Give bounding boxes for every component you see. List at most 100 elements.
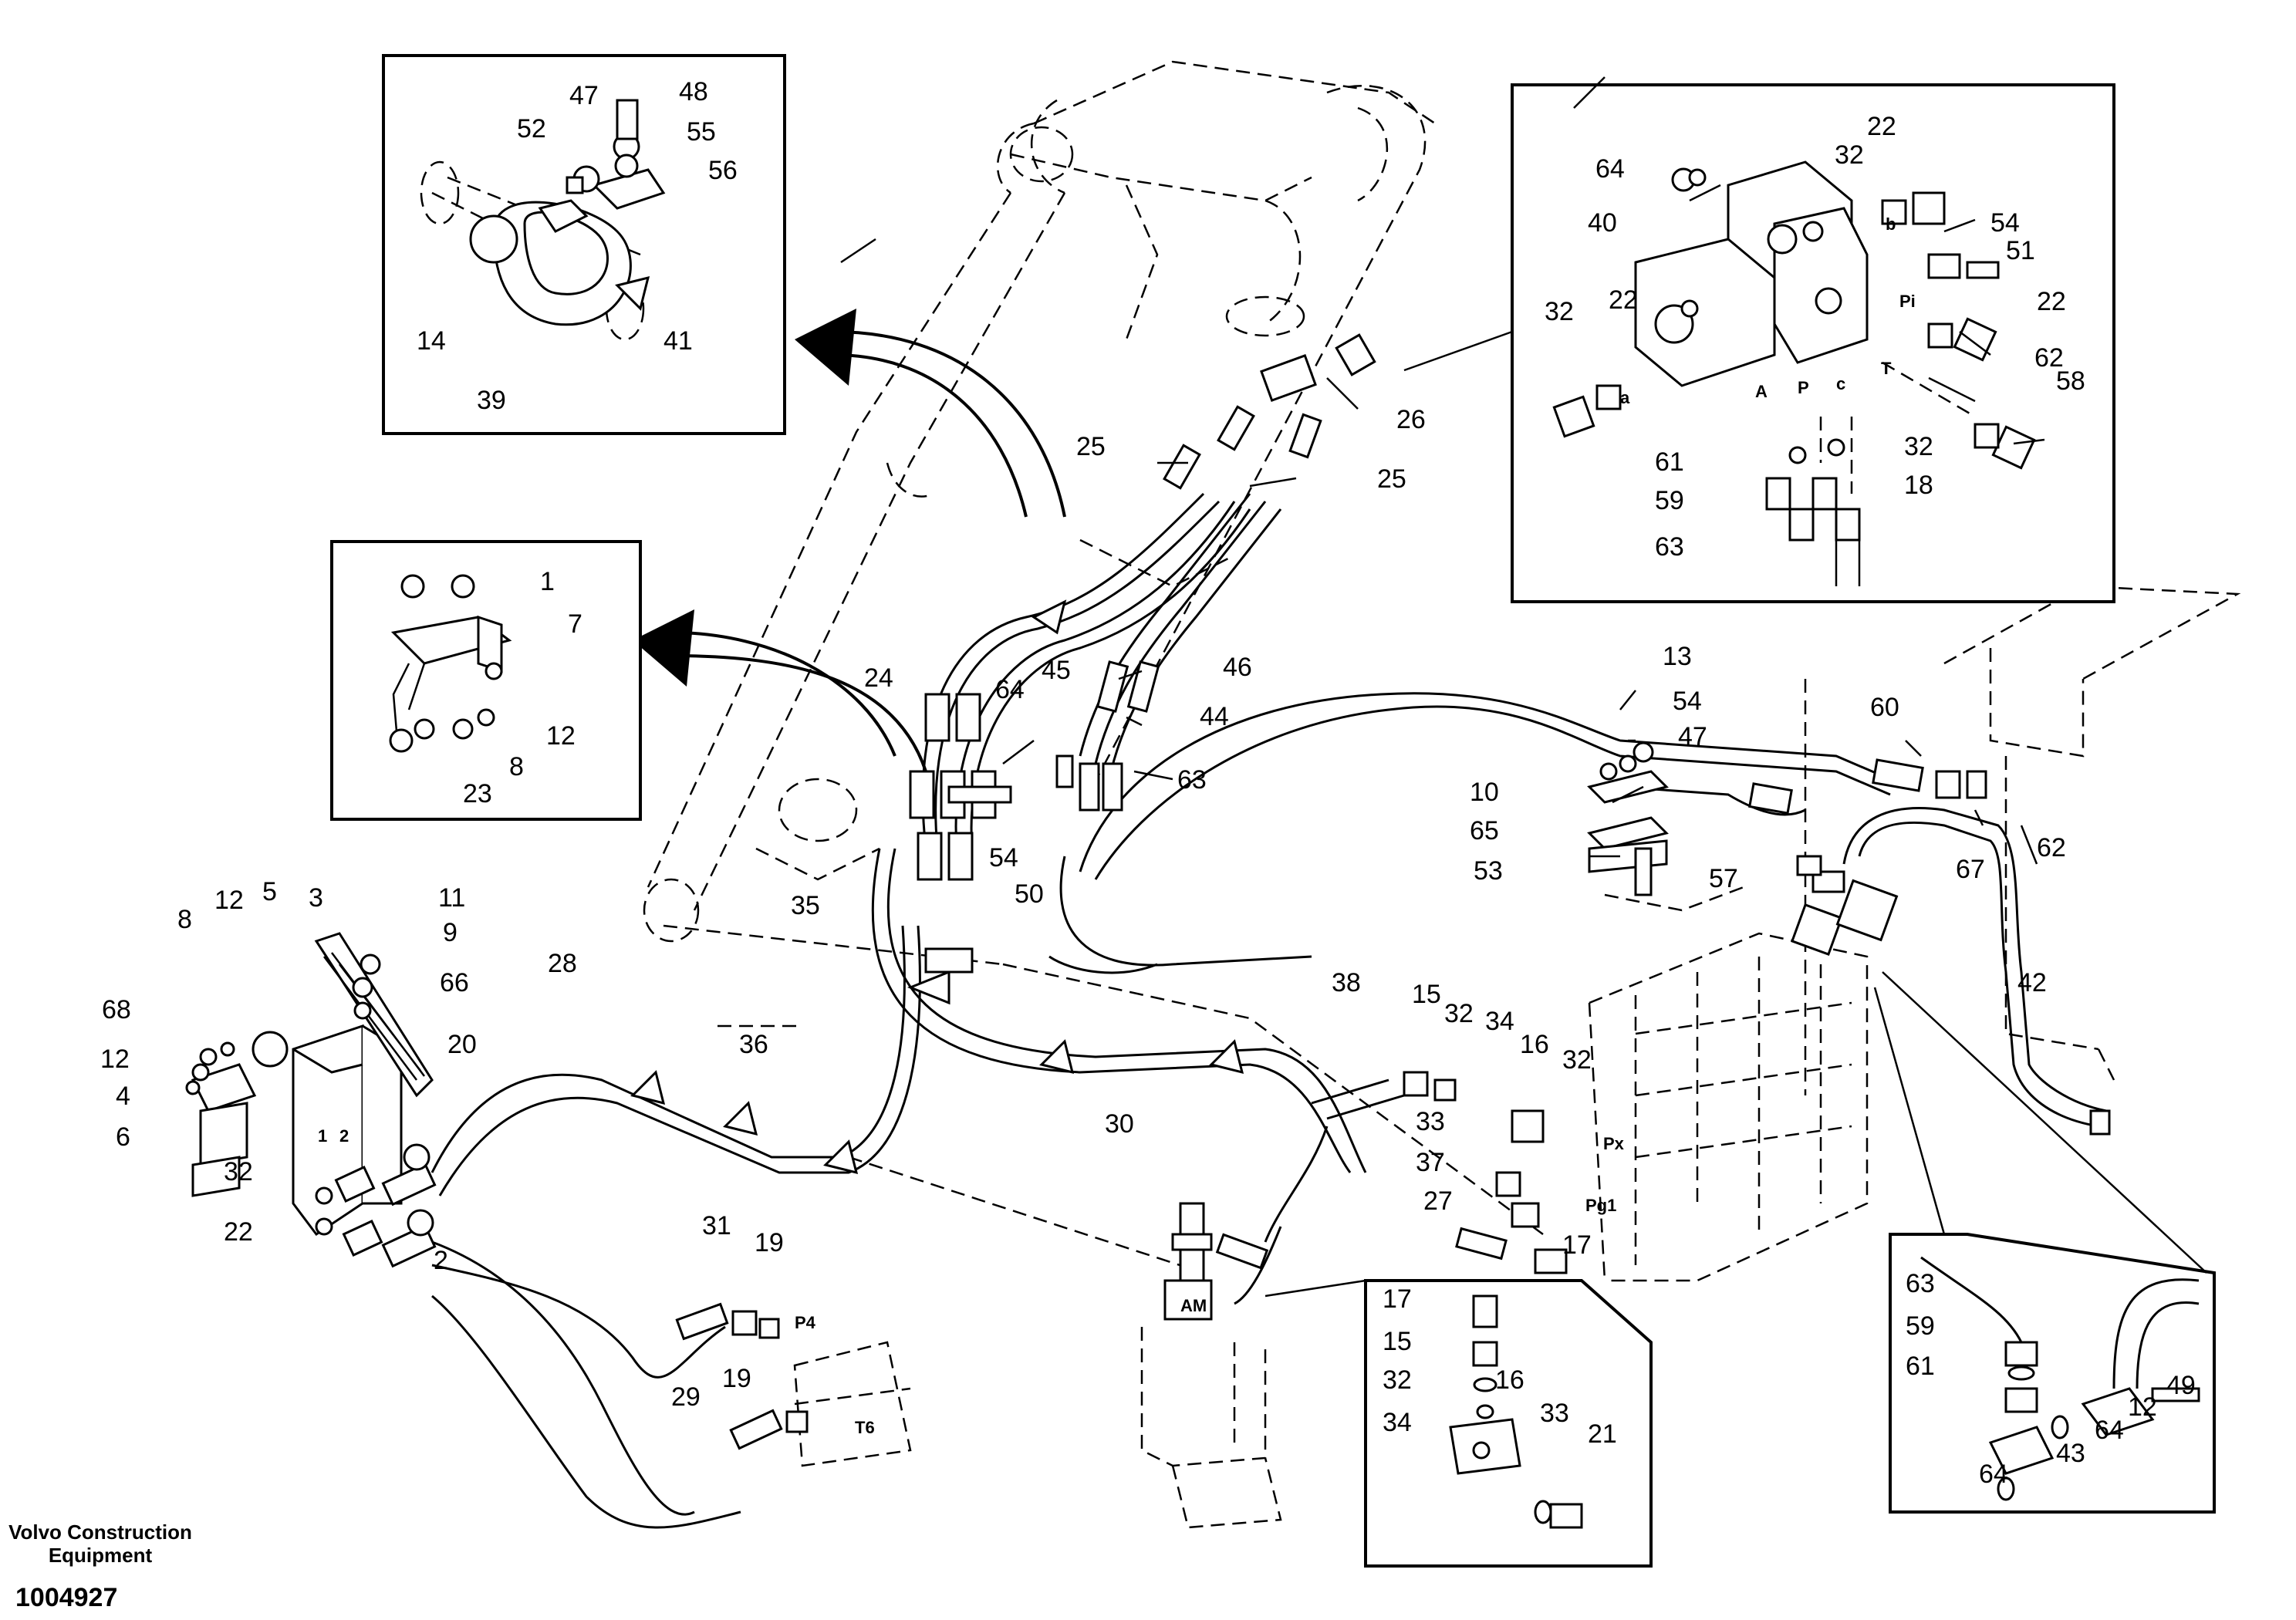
callout: 25 xyxy=(1076,432,1106,461)
callout-labels: 48 47 52 55 56 14 41 39 1 7 12 8 23 22 6… xyxy=(100,77,2196,1489)
callout: 1 xyxy=(540,567,555,596)
callout: 32 xyxy=(1562,1045,1592,1075)
callout: 62 xyxy=(2034,343,2064,373)
callout: 41 xyxy=(663,326,693,356)
callout: 50 xyxy=(1015,879,1044,909)
callout: 10 xyxy=(1470,778,1499,807)
inset-valve xyxy=(1403,83,2115,603)
pointer-arrows xyxy=(633,309,1066,772)
callout: 12 xyxy=(546,721,576,751)
callout: 66 xyxy=(440,968,469,997)
callout: 17 xyxy=(1562,1230,1592,1260)
callout: 63 xyxy=(1177,765,1207,795)
inset-clamp xyxy=(382,54,786,435)
callout: 38 xyxy=(1332,968,1361,997)
callout: 40 xyxy=(1588,208,1617,238)
callout: 58 xyxy=(2056,366,2085,396)
callout: 16 xyxy=(1495,1365,1524,1395)
footer: Volvo Construction Equipment 1004927 xyxy=(8,1520,192,1612)
callout: 16 xyxy=(1520,1030,1549,1059)
port-label: Px xyxy=(1603,1134,1625,1153)
callout: 32 xyxy=(1904,432,1933,461)
callout: 9 xyxy=(443,918,458,947)
callout: 12 xyxy=(100,1045,130,1074)
callout: 15 xyxy=(1383,1327,1412,1356)
callout: 3 xyxy=(309,883,323,913)
port-label: T xyxy=(1881,359,1892,378)
callout: 20 xyxy=(447,1030,477,1059)
port-label: P4 xyxy=(795,1313,816,1332)
port-labels: b Pi a A P c T Px Pg1 P4 T6 AM 1 2 xyxy=(318,214,1916,1437)
callout: 35 xyxy=(791,891,820,920)
inset-bracket xyxy=(330,540,642,821)
callout: 57 xyxy=(1709,864,1738,893)
callout: 54 xyxy=(989,843,1018,872)
callout: 62 xyxy=(2037,833,2066,862)
callout: 48 xyxy=(679,77,708,106)
callout: 59 xyxy=(1655,486,1684,515)
pedal-assembly xyxy=(185,932,437,1268)
callout: 39 xyxy=(477,386,506,415)
callout: 32 xyxy=(1545,297,1574,326)
callout: 22 xyxy=(1867,112,1896,141)
callout: 4 xyxy=(116,1082,130,1111)
callout: 30 xyxy=(1105,1109,1134,1139)
callout: 47 xyxy=(1678,722,1707,751)
leader-lines xyxy=(818,76,2045,865)
callout: 14 xyxy=(417,326,446,356)
callout: 33 xyxy=(1416,1107,1445,1136)
port-label: 1 xyxy=(318,1126,327,1146)
callout: 46 xyxy=(1223,653,1252,682)
port-label: AM xyxy=(1180,1296,1207,1315)
port-label: A xyxy=(1755,382,1768,401)
port-label: Pi xyxy=(1899,292,1916,311)
callout: 12 xyxy=(214,886,244,915)
callout: 64 xyxy=(1595,154,1625,184)
company-name-line2: Equipment xyxy=(49,1544,153,1567)
callout: 63 xyxy=(1655,532,1684,562)
callout: 43 xyxy=(2056,1439,2085,1468)
callout: 29 xyxy=(671,1382,701,1412)
port-label: a xyxy=(1620,388,1630,407)
callout: 19 xyxy=(722,1364,751,1393)
inset-fittings xyxy=(1264,1279,1653,1568)
callout: 54 xyxy=(1673,687,1702,716)
valve-fittings xyxy=(675,741,1899,1450)
callout: 34 xyxy=(1485,1007,1514,1036)
callout: 22 xyxy=(224,1217,253,1247)
callout: 7 xyxy=(568,609,582,639)
callout: 56 xyxy=(708,156,738,185)
callout: 65 xyxy=(1470,816,1499,845)
hose-clamps xyxy=(630,599,1244,1175)
callout: 51 xyxy=(2006,236,2035,265)
inset-flange xyxy=(1873,971,2216,1514)
callout: 68 xyxy=(102,995,131,1024)
callout: 15 xyxy=(1412,980,1441,1009)
callout: 28 xyxy=(548,949,577,978)
callout: 53 xyxy=(1474,856,1503,886)
callout: 32 xyxy=(1444,999,1474,1028)
port-label: b xyxy=(1886,214,1896,234)
callout: 52 xyxy=(517,114,546,143)
callout: 2 xyxy=(434,1246,448,1275)
callout: 25 xyxy=(1377,464,1406,494)
callout: 22 xyxy=(2037,287,2066,316)
callout: 32 xyxy=(1835,140,1864,170)
callout: 61 xyxy=(1906,1352,1935,1381)
callout: 12 xyxy=(2128,1392,2157,1422)
callout: 32 xyxy=(224,1157,253,1186)
company-name-line1: Volvo Construction xyxy=(8,1520,192,1544)
boom-fittings xyxy=(909,333,1376,974)
callout: 18 xyxy=(1904,471,1933,500)
callout: 19 xyxy=(755,1228,784,1257)
callout: 31 xyxy=(702,1211,731,1240)
callout: 64 xyxy=(995,675,1025,704)
callout: 61 xyxy=(1655,447,1684,477)
callout: 36 xyxy=(739,1030,768,1059)
callout: 23 xyxy=(463,779,492,808)
callout: 44 xyxy=(1200,702,1229,731)
callout: 64 xyxy=(1979,1460,2008,1489)
callout: 13 xyxy=(1663,642,1692,671)
callout: 34 xyxy=(1383,1408,1412,1437)
callout: 22 xyxy=(1609,285,1638,315)
